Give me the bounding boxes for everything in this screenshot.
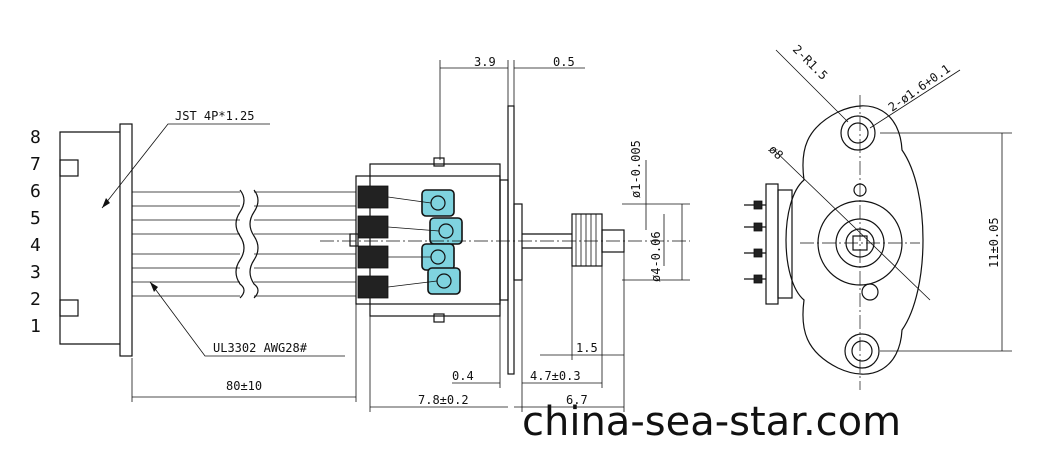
watermark: china-sea-star.com (522, 399, 901, 445)
motor-body-side (349, 105, 523, 375)
connector-label: JST 4P*1.25 (175, 109, 254, 123)
dim-shaft-dia: ø1-0.005 (629, 140, 643, 198)
dim-1-5: 1.5 (576, 341, 598, 355)
pin-number: 3 (30, 262, 41, 283)
dim-0-4: 0.4 (452, 369, 474, 383)
dim-body-dia: ø8 (766, 142, 786, 162)
dim-6-7: 6.7 (566, 393, 588, 407)
pin-number: 4 (30, 235, 41, 256)
dim-80: 80±10 (226, 379, 262, 393)
dim-11: 11±0.05 (987, 217, 1001, 268)
pin-number: 2 (30, 289, 41, 310)
pin-number: 7 (30, 154, 41, 175)
solder-pads (387, 189, 463, 295)
front-terminals (744, 183, 793, 305)
shaft-and-gear (522, 213, 625, 267)
pin-number: 8 (30, 127, 41, 148)
top-dimensions: 3.9 0.5 (439, 55, 585, 160)
pin-number: 1 (30, 316, 41, 337)
front-dimensions: 2-R1.5 2-ø1.6+0.1 ø8 11±0.05 (766, 42, 1012, 352)
motor-front-view (785, 95, 924, 390)
dim-4-7: 4.7±0.3 (530, 369, 581, 383)
dim-gear-dia: ø4-0.06 (649, 231, 663, 282)
diameter-dims: ø1-0.005 ø4-0.06 (622, 140, 690, 282)
bottom-dimensions: 80±10 7.8±0.2 0.4 4.7±0.3 1.5 6.7 (131, 252, 625, 412)
dim-0-5: 0.5 (553, 55, 575, 69)
terminal-blocks (357, 185, 389, 299)
cable-label: UL3302 AWG28# (213, 341, 308, 355)
dim-holes-dia: 2-ø1.6+0.1 (886, 62, 953, 115)
pin-number: 6 (30, 181, 41, 202)
dim-3-9: 3.9 (474, 55, 496, 69)
pin-number: 5 (30, 208, 41, 229)
pin-numbers: 8 7 6 5 4 3 2 1 (30, 127, 41, 337)
cable-bundle (132, 189, 356, 299)
connector-housing (59, 123, 133, 357)
dim-7-8: 7.8±0.2 (418, 393, 469, 407)
dim-r-mount: 2-R1.5 (790, 42, 831, 83)
